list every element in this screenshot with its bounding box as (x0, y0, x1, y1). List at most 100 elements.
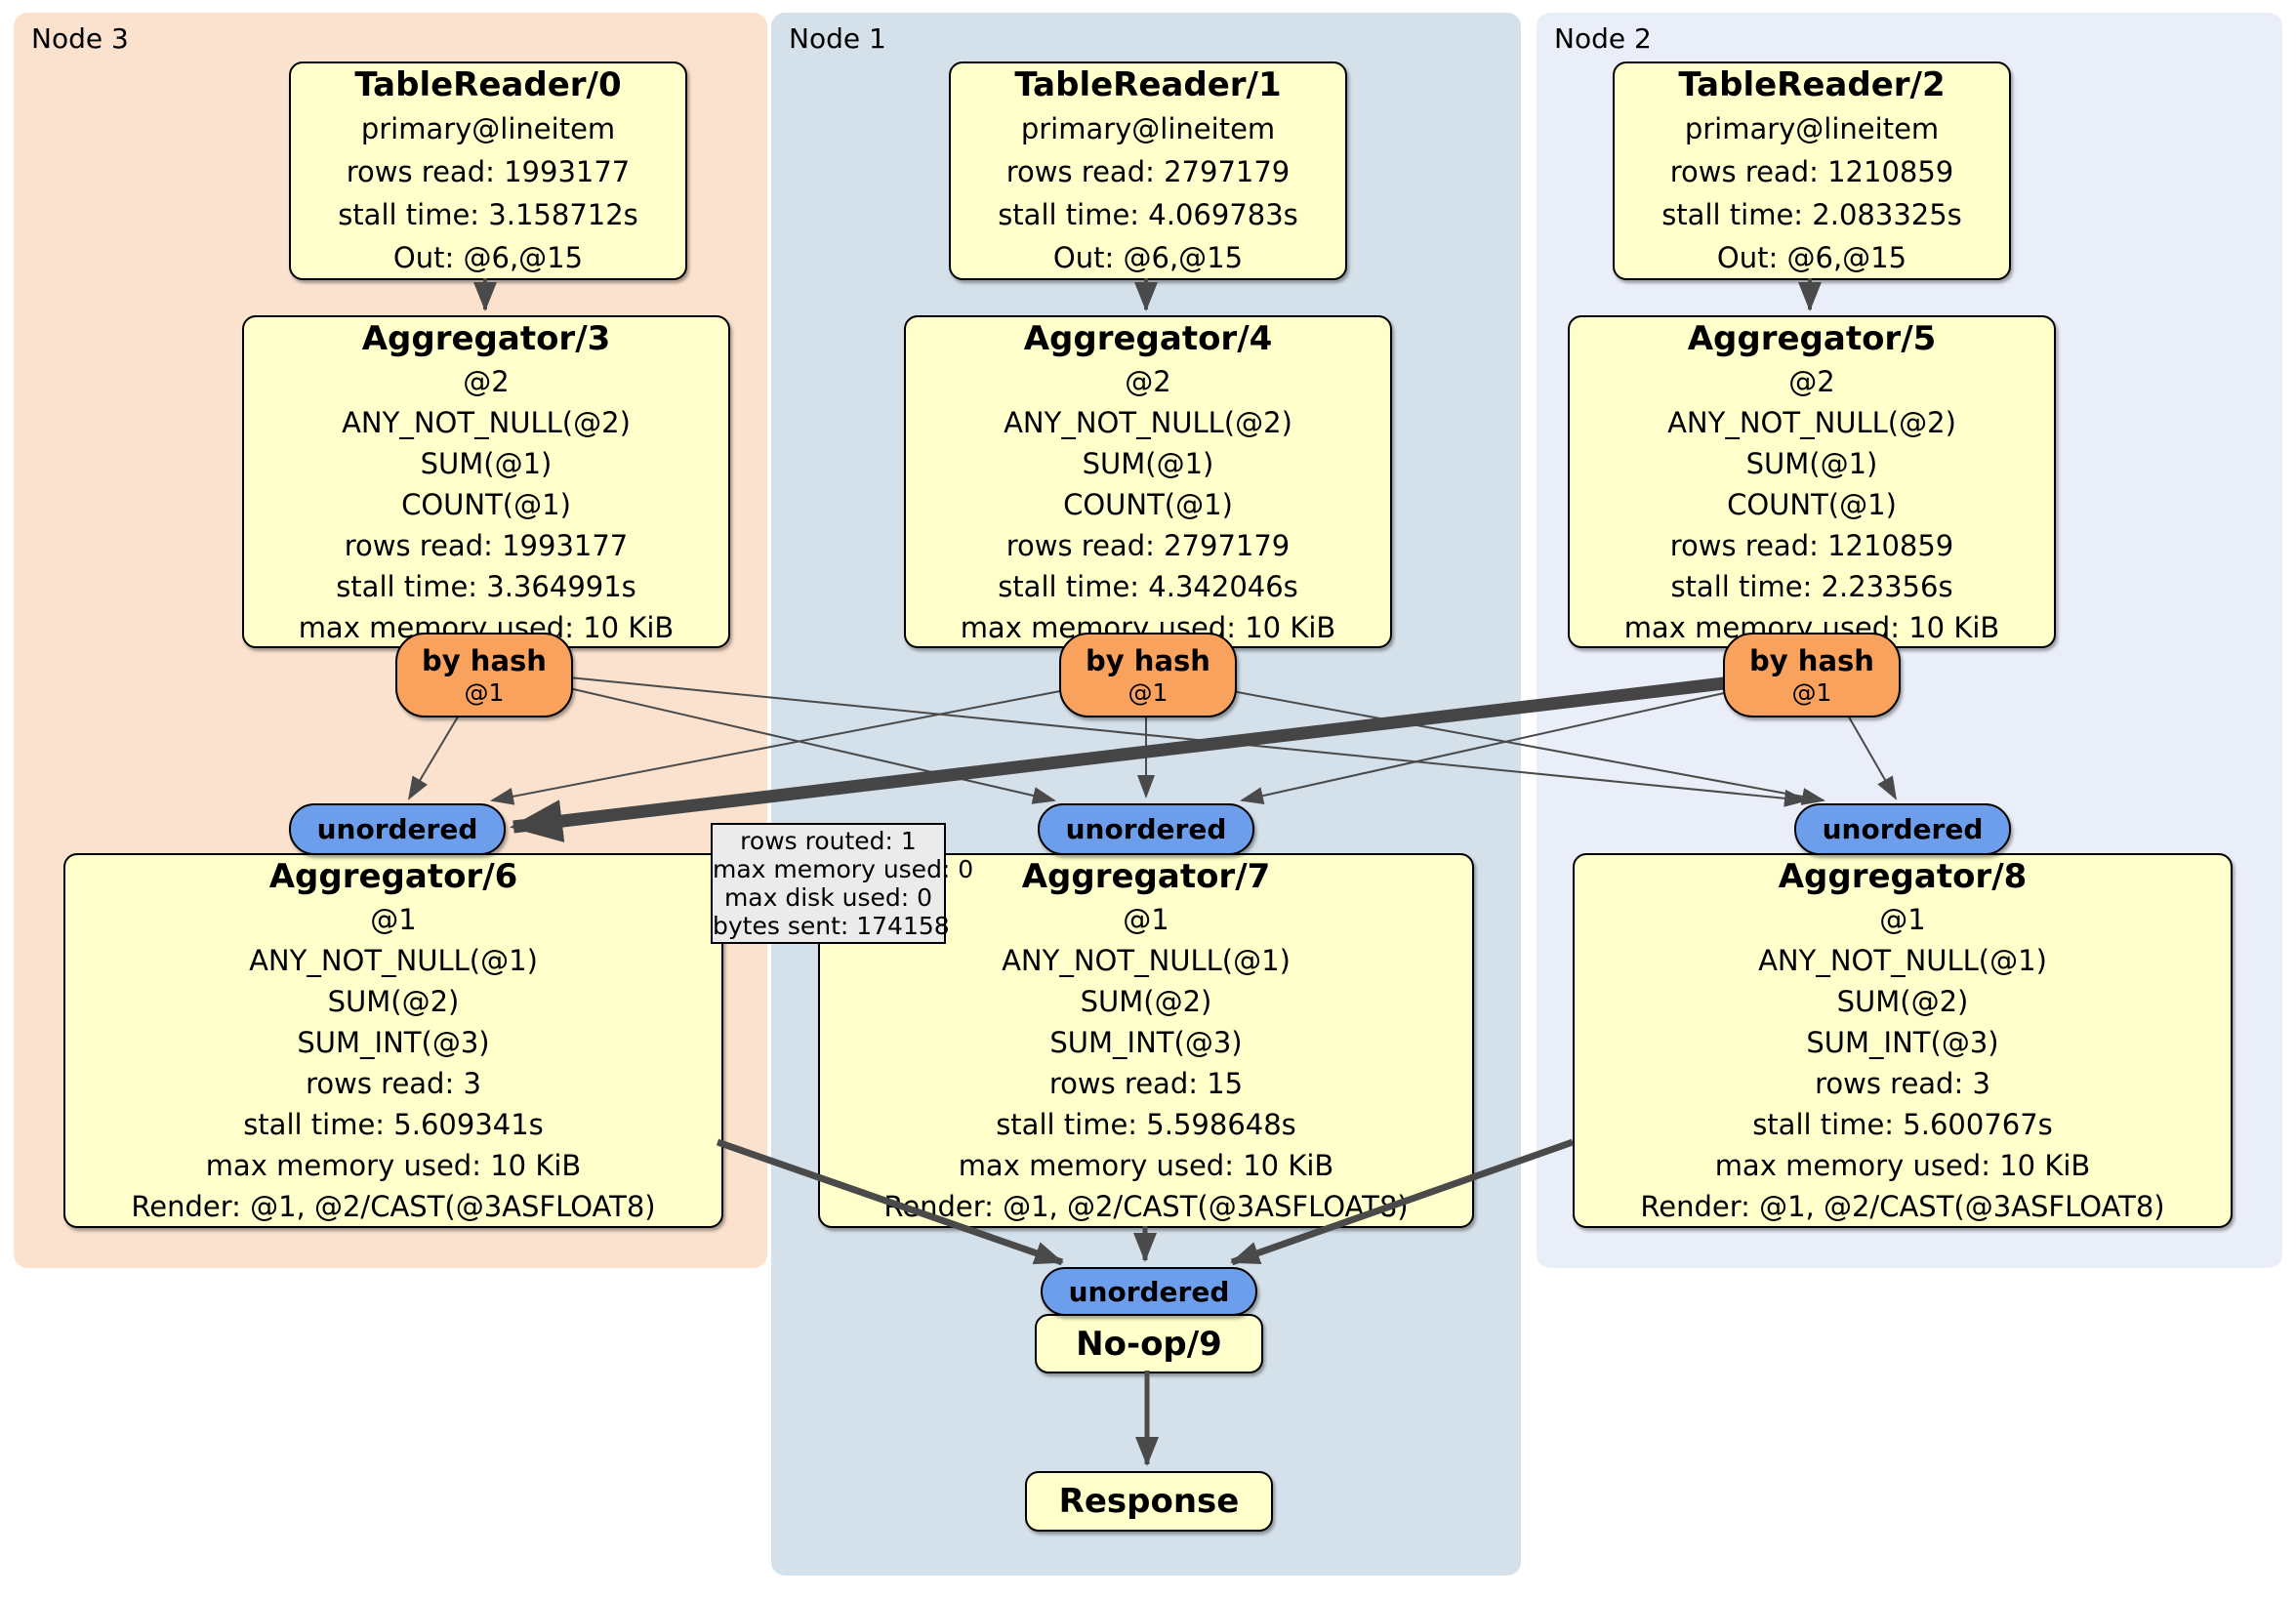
stat-line: SUM_INT(@3) (1806, 1026, 1999, 1059)
stat-line: primary@lineitem (1684, 112, 1940, 145)
stat-line: stall time: 5.598648s (996, 1108, 1296, 1141)
processor-aggregator-6[interactable]: Aggregator/6 @1 ANY_NOT_NULL(@1) SUM(@2)… (63, 853, 723, 1228)
stat-line: SUM(@1) (420, 446, 553, 480)
processor-tablereader-0[interactable]: TableReader/0 primary@lineitem rows read… (289, 61, 687, 280)
stat-line: ANY_NOT_NULL(@2) (1004, 405, 1292, 439)
stat-line: stall time: 5.609341s (243, 1108, 544, 1141)
tooltip-line: max disk used: 0 (723, 883, 933, 912)
stat-line: SUM_INT(@3) (297, 1026, 490, 1059)
stat-line: stall time: 2.083325s (1661, 198, 1962, 231)
stat-line: Render: @1, @2/CAST(@3ASFLOAT8) (1640, 1190, 2165, 1223)
stat-line: stall time: 4.069783s (998, 198, 1298, 231)
router-key: @1 (1791, 677, 1832, 707)
processor-title: Aggregator/3 (361, 318, 611, 358)
stat-line: max memory used: 10 KiB (1714, 1149, 2091, 1182)
stat-line: stall time: 3.364991s (336, 569, 636, 603)
stat-line: stall time: 4.342046s (998, 569, 1298, 603)
panel-node3-label: Node 3 (31, 22, 129, 55)
stat-line: Out: @6,@15 (1716, 241, 1907, 274)
stat-line: Render: @1, @2/CAST(@3ASFLOAT8) (883, 1190, 1409, 1223)
stat-line: Out: @6,@15 (1052, 241, 1244, 274)
processor-noop-9[interactable]: No-op/9 (1035, 1314, 1263, 1373)
stat-line: rows read: 15 (1048, 1067, 1244, 1100)
stat-line: max memory used: 10 KiB (205, 1149, 582, 1182)
stat-line: @1 (1879, 903, 1926, 936)
processor-aggregator-4[interactable]: Aggregator/4 @2 ANY_NOT_NULL(@2) SUM(@1)… (904, 315, 1392, 648)
stat-line: max memory used: 10 KiB (958, 1149, 1334, 1182)
router-key: @1 (1128, 677, 1168, 707)
processor-title: Aggregator/7 (1021, 857, 1271, 896)
stat-line: COUNT(@1) (401, 487, 571, 521)
stat-line: rows read: 3 (306, 1067, 481, 1100)
sync-label: unordered (1822, 813, 1984, 845)
stat-line: ANY_NOT_NULL(@2) (342, 405, 631, 439)
processor-title: Response (1058, 1482, 1240, 1521)
processor-title: TableReader/0 (354, 65, 622, 104)
stat-line: SUM_INT(@3) (1049, 1026, 1243, 1059)
processor-aggregator-5[interactable]: Aggregator/5 @2 ANY_NOT_NULL(@2) SUM(@1)… (1568, 315, 2056, 648)
stat-line: stall time: 2.23356s (1670, 569, 1953, 603)
stat-line: ANY_NOT_NULL(@1) (1758, 944, 2047, 977)
router-key: @1 (464, 677, 505, 707)
tooltip-line: rows routed: 1 (740, 827, 917, 855)
stat-line: Out: @6,@15 (392, 241, 584, 274)
sync-label: unordered (316, 813, 478, 845)
stat-line: SUM(@2) (327, 985, 460, 1018)
stat-line: @2 (463, 364, 510, 398)
processor-title: Aggregator/5 (1687, 318, 1937, 358)
processor-title: TableReader/1 (1014, 65, 1282, 104)
stat-line: ANY_NOT_NULL(@2) (1667, 405, 1956, 439)
processor-tablereader-1[interactable]: TableReader/1 primary@lineitem rows read… (949, 61, 1347, 280)
tooltip-line: max memory used: 0 (713, 855, 974, 883)
stat-line: rows read: 3 (1815, 1067, 1990, 1100)
tooltip-line: bytes sent: 174158 (713, 912, 950, 940)
sync-unordered-node2[interactable]: unordered (1794, 803, 2011, 855)
stat-line: rows read: 1993177 (344, 528, 629, 562)
stat-line: SUM(@2) (1836, 985, 1969, 1018)
stat-line: primary@lineitem (360, 112, 616, 145)
router-by-hash-node1[interactable]: by hash @1 (1059, 633, 1237, 717)
stat-line: SUM(@2) (1080, 985, 1212, 1018)
stat-line: @1 (370, 903, 417, 936)
stat-line: COUNT(@1) (1727, 487, 1897, 521)
sync-unordered-node1[interactable]: unordered (1038, 803, 1254, 855)
stat-line: @2 (1125, 364, 1171, 398)
stat-line: stall time: 5.600767s (1752, 1108, 2053, 1141)
processor-title: Aggregator/6 (268, 857, 518, 896)
sync-unordered-final[interactable]: unordered (1041, 1267, 1257, 1316)
stat-line: COUNT(@1) (1063, 487, 1233, 521)
processor-aggregator-3[interactable]: Aggregator/3 @2 ANY_NOT_NULL(@2) SUM(@1)… (242, 315, 730, 648)
processor-title: No-op/9 (1076, 1324, 1222, 1364)
sync-label: unordered (1065, 813, 1227, 845)
router-by-hash-node2[interactable]: by hash @1 (1723, 633, 1901, 717)
stat-line: SUM(@1) (1082, 446, 1214, 480)
stat-line: @2 (1788, 364, 1835, 398)
stat-line: rows read: 1993177 (346, 155, 631, 188)
edge-stats-tooltip: rows routed: 1 max memory used: 0 max di… (711, 823, 974, 944)
stat-line: rows read: 1210859 (1669, 155, 1954, 188)
router-label: by hash (1086, 643, 1210, 677)
panel-node2-label: Node 2 (1554, 22, 1652, 55)
panel-node1-label: Node 1 (789, 22, 886, 55)
stat-line: ANY_NOT_NULL(@1) (1002, 944, 1291, 977)
stat-line: Render: @1, @2/CAST(@3ASFLOAT8) (131, 1190, 656, 1223)
sync-label: unordered (1068, 1275, 1230, 1308)
stat-line: rows read: 2797179 (1005, 155, 1291, 188)
processor-title: Aggregator/4 (1023, 318, 1273, 358)
stat-line: rows read: 2797179 (1005, 528, 1291, 562)
processor-response[interactable]: Response (1025, 1471, 1273, 1532)
stat-line: primary@lineitem (1020, 112, 1276, 145)
stat-line: stall time: 3.158712s (338, 198, 638, 231)
stat-line: SUM(@1) (1745, 446, 1878, 480)
router-label: by hash (1749, 643, 1874, 677)
stat-line: @1 (1123, 903, 1169, 936)
router-label: by hash (422, 643, 547, 677)
router-by-hash-node3[interactable]: by hash @1 (395, 633, 573, 717)
processor-tablereader-2[interactable]: TableReader/2 primary@lineitem rows read… (1613, 61, 2011, 280)
stat-line: ANY_NOT_NULL(@1) (249, 944, 538, 977)
processor-aggregator-8[interactable]: Aggregator/8 @1 ANY_NOT_NULL(@1) SUM(@2)… (1573, 853, 2233, 1228)
processor-title: TableReader/2 (1678, 65, 1946, 104)
processor-title: Aggregator/8 (1778, 857, 2028, 896)
stat-line: rows read: 1210859 (1669, 528, 1954, 562)
sync-unordered-node3[interactable]: unordered (289, 803, 506, 855)
